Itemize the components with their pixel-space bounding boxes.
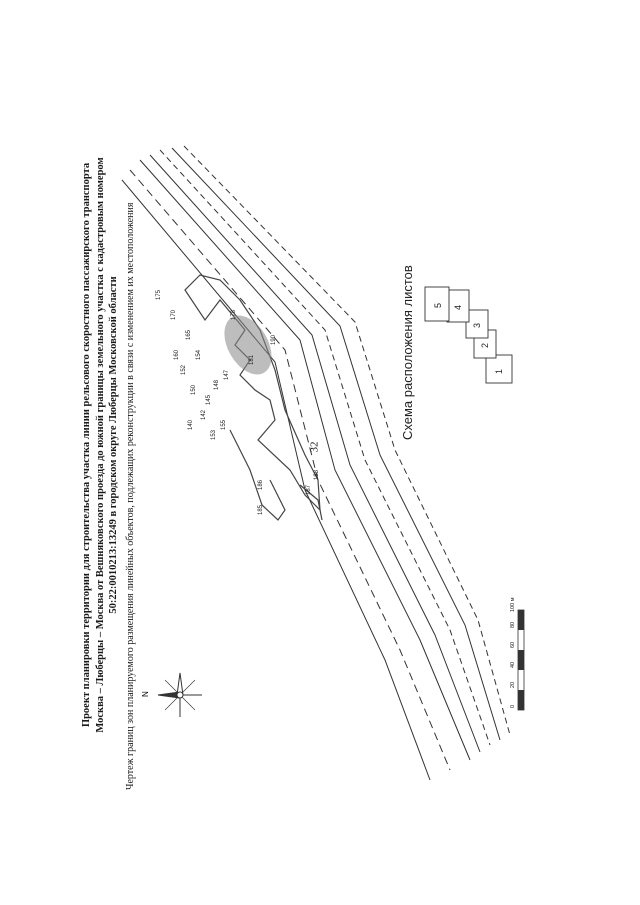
scale-tick: 60 <box>510 642 516 648</box>
map-label: 148 <box>214 379 220 390</box>
sheet-scheme <box>424 286 513 384</box>
scale-tick: 40 <box>510 662 516 668</box>
map-label: 155 <box>221 419 227 430</box>
map-label: 186 <box>258 479 264 490</box>
map-label: 145 <box>206 394 212 405</box>
map-label: 188 <box>314 469 320 480</box>
compass-rose-icon <box>157 672 202 717</box>
node-cluster <box>224 315 272 375</box>
map-label: 187 <box>306 484 312 495</box>
map-label: 154 <box>196 349 202 360</box>
map-labels: 181 185 186 160 165 170 175 178 150 152 … <box>156 289 320 515</box>
scale-tick: 100 м <box>510 597 516 612</box>
sheet-scheme-title: Схема расположения листов <box>400 265 415 440</box>
map-label: 152 <box>181 364 187 375</box>
map-label: 181 <box>249 354 255 365</box>
map-label: 175 <box>156 289 162 300</box>
map-label: 178 <box>231 309 237 320</box>
map-label: 142 <box>201 409 207 420</box>
map-label: 140 <box>188 419 194 430</box>
map-label: 147 <box>224 369 230 380</box>
map-label: 170 <box>171 309 177 320</box>
sheet-number: 3 <box>472 323 482 328</box>
map-label: 190 <box>271 334 277 345</box>
north-label: N <box>141 691 150 697</box>
scale-bar: 0 20 40 60 80 100 м <box>510 597 525 711</box>
sheet-number: 4 <box>453 305 463 310</box>
railway-corridor <box>121 145 511 781</box>
map-label: 150 <box>191 384 197 395</box>
map-label: 185 <box>258 504 264 515</box>
map-label: 160 <box>174 349 180 360</box>
sheet-number: 5 <box>433 303 443 308</box>
sheet-number: 2 <box>480 343 490 348</box>
map-label: 153 <box>211 429 217 440</box>
sheet-number: 1 <box>494 369 504 374</box>
scale-tick: 0 <box>510 705 516 708</box>
map-label: 165 <box>186 329 192 340</box>
scale-tick: 80 <box>510 622 516 628</box>
scale-tick: 20 <box>510 682 516 688</box>
